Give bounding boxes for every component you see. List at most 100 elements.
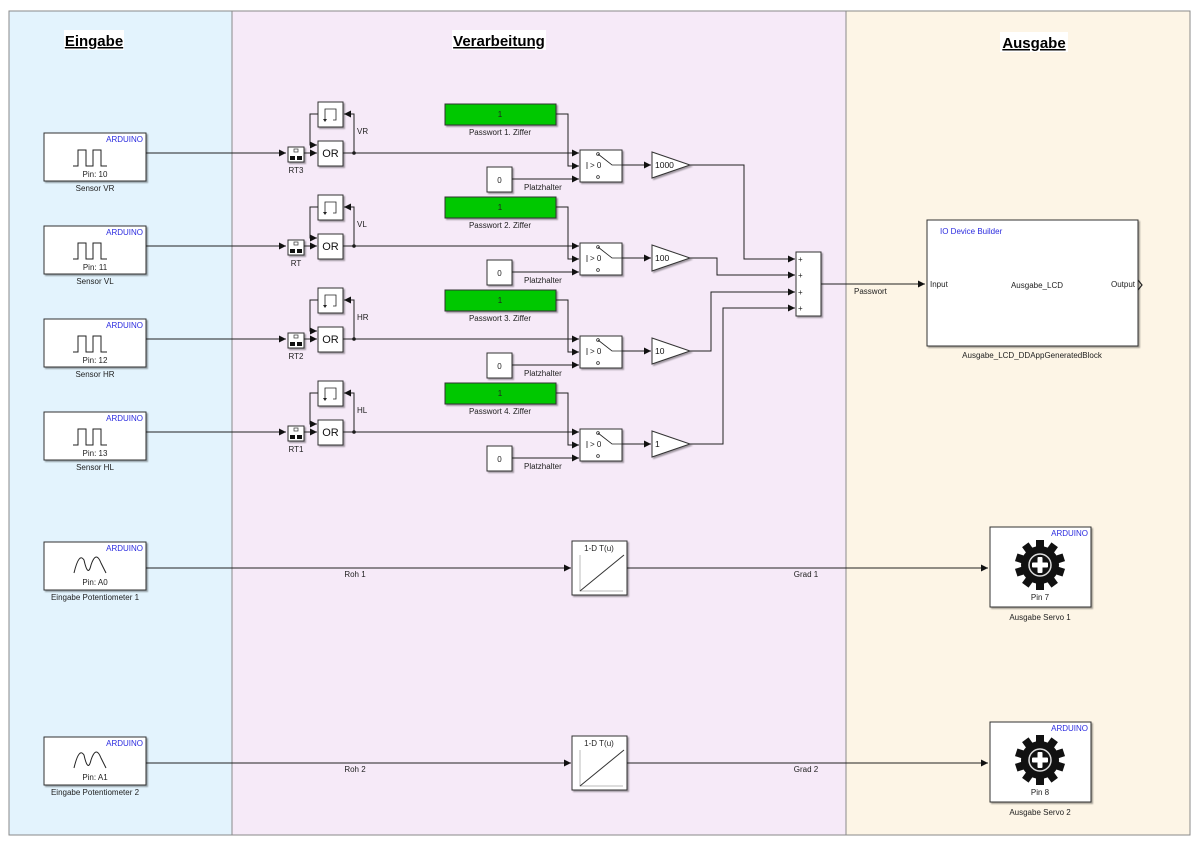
- or-block-body[interactable]: [317, 419, 344, 446]
- password-digit-constant[interactable]: 1: [444, 382, 557, 405]
- wire-gain-to-sum[interactable]: [690, 304, 795, 445]
- wire-memory-to-or[interactable]: [309, 299, 318, 335]
- memory-block-body[interactable]: [317, 287, 344, 314]
- rate-transition-label: RT: [291, 259, 302, 268]
- wire-digit-to-switch[interactable]: [556, 113, 579, 170]
- rate-transition-icon: [293, 334, 299, 339]
- wire-feedback-to-memory[interactable]: [343, 203, 355, 247]
- lookup-table-block[interactable]: 1-D T(u): [571, 540, 628, 596]
- wire-memory-to-or[interactable]: [309, 392, 318, 428]
- lookup-table-body[interactable]: [571, 735, 628, 791]
- placeholder-constant[interactable]: 0: [486, 259, 513, 286]
- rate-transition-block[interactable]: [287, 146, 305, 163]
- switch-body[interactable]: [579, 428, 623, 462]
- sensor-block-body[interactable]: [43, 225, 147, 275]
- switch-block[interactable]: > 0: [579, 149, 623, 183]
- gain-block[interactable]: 1000: [651, 151, 692, 179]
- password-digit-constant[interactable]: 1: [444, 289, 557, 312]
- gain-body[interactable]: [651, 337, 692, 365]
- memory-block-body[interactable]: [317, 194, 344, 221]
- wire-memory-to-or[interactable]: [309, 206, 318, 242]
- lookup-table-label: 1-D T(u): [584, 739, 614, 748]
- memory-block-body[interactable]: [317, 380, 344, 407]
- sensor-block-body[interactable]: [43, 318, 147, 368]
- placeholder-name: Platzhalter: [524, 276, 562, 285]
- switch-icon: [597, 339, 622, 352]
- placeholder-constant[interactable]: 0: [486, 445, 513, 472]
- wire-feedback-to-memory[interactable]: [343, 110, 355, 154]
- servo-pin: Pin 8: [1031, 788, 1050, 797]
- gain-body[interactable]: [651, 430, 692, 458]
- rate-transition-icon: [290, 342, 295, 346]
- sensor-block-body[interactable]: [43, 411, 147, 461]
- wire-gain-to-sum[interactable]: [690, 288, 795, 352]
- sensor-pin: Pin: 12: [83, 356, 108, 365]
- sum-block[interactable]: ++++: [795, 251, 822, 317]
- wire-digit-to-switch[interactable]: [556, 392, 579, 449]
- switch-block[interactable]: > 0: [579, 335, 623, 369]
- placeholder-name: Platzhalter: [524, 462, 562, 471]
- lookup-table-block[interactable]: 1-D T(u): [571, 735, 628, 791]
- gain-block[interactable]: 10: [651, 337, 692, 365]
- rate-transition-block[interactable]: [287, 332, 305, 349]
- gear-tooth: [1036, 581, 1044, 590]
- placeholder-constant[interactable]: 0: [486, 352, 513, 379]
- wire-memory-to-or[interactable]: [309, 113, 318, 149]
- switch-block[interactable]: > 0: [579, 428, 623, 462]
- rate-transition-block[interactable]: [287, 239, 305, 256]
- or-block[interactable]: OR: [317, 419, 344, 446]
- gain-body[interactable]: [651, 244, 692, 272]
- wire-gain-to-sum[interactable]: [690, 164, 795, 263]
- password-digit-value: 1: [498, 110, 503, 119]
- servo-name: Ausgabe Servo 1: [1009, 613, 1071, 622]
- memory-block[interactable]: [317, 101, 344, 128]
- wire-gain-to-sum[interactable]: [690, 257, 795, 279]
- or-block[interactable]: OR: [317, 326, 344, 353]
- sum-block-body[interactable]: [795, 251, 822, 317]
- wire-feedback-to-memory[interactable]: [343, 296, 355, 340]
- memory-block[interactable]: [317, 194, 344, 221]
- lcd-output-port[interactable]: Output: [1111, 280, 1136, 289]
- gain-block[interactable]: 100: [651, 244, 692, 272]
- sensor-block-body[interactable]: [43, 132, 147, 182]
- lcd-block[interactable]: IO Device Builder Ausgabe_LCD Input Outp…: [926, 219, 1143, 360]
- rate-transition-icon: [297, 249, 302, 253]
- placeholder-body[interactable]: [486, 259, 513, 286]
- or-block-body[interactable]: [317, 233, 344, 260]
- placeholder-constant[interactable]: 0: [486, 166, 513, 193]
- memory-block[interactable]: [317, 287, 344, 314]
- password-digit-constant[interactable]: 1: [444, 196, 557, 219]
- switch-body[interactable]: [579, 149, 623, 183]
- memory-block-body[interactable]: [317, 101, 344, 128]
- wire-digit-to-switch[interactable]: [556, 299, 579, 356]
- potentiometer-name: Eingabe Potentiometer 2: [51, 788, 140, 797]
- area-output[interactable]: [845, 10, 1191, 836]
- rate-transition-block[interactable]: [287, 425, 305, 442]
- gain-body[interactable]: [651, 151, 692, 179]
- lcd-block-body[interactable]: [926, 219, 1139, 347]
- lookup-table-body[interactable]: [571, 540, 628, 596]
- gain-block[interactable]: 1: [651, 430, 692, 458]
- placeholder-body[interactable]: [486, 445, 513, 472]
- potentiometer-body[interactable]: [43, 541, 147, 591]
- memory-block[interactable]: [317, 380, 344, 407]
- switch-icon: [596, 454, 600, 458]
- or-block[interactable]: OR: [317, 140, 344, 167]
- switch-block[interactable]: > 0: [579, 242, 623, 276]
- wire-digit-to-switch[interactable]: [556, 206, 579, 263]
- lcd-input-port[interactable]: Input: [930, 280, 949, 289]
- wire-feedback-to-memory[interactable]: [343, 389, 355, 433]
- placeholder-body[interactable]: [486, 352, 513, 379]
- password-digit-constant[interactable]: 1: [444, 103, 557, 126]
- potentiometer-body[interactable]: [43, 736, 147, 786]
- or-block[interactable]: OR: [317, 233, 344, 260]
